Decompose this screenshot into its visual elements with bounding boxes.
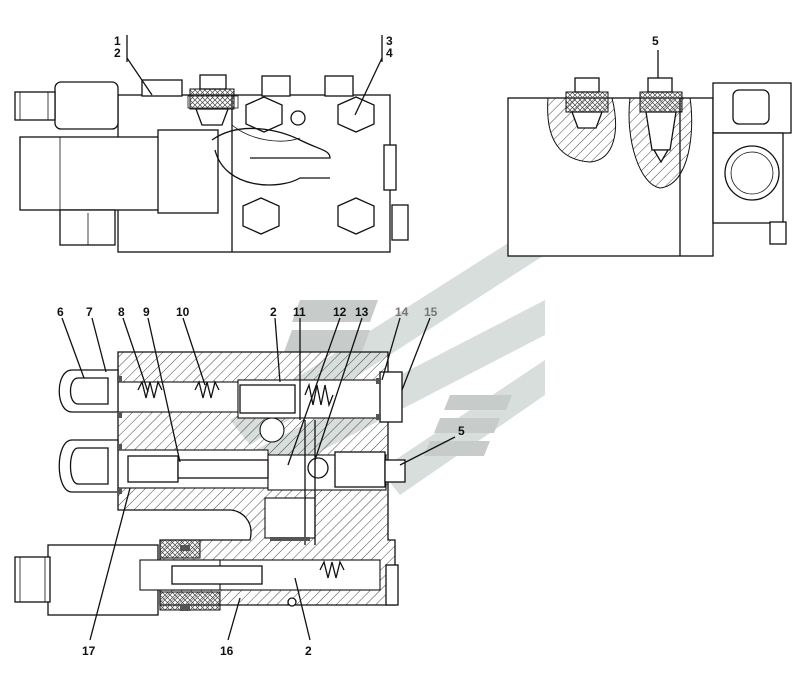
callout-5-section: 5 [458, 424, 465, 438]
top-right-view: 5 [507, 34, 792, 257]
callout-5-top: 5 [652, 34, 659, 48]
callout-11: 11 [293, 305, 306, 319]
callout-2: 2 [114, 46, 121, 60]
callout-13: 13 [355, 305, 369, 319]
callout-14: 14 [395, 305, 409, 319]
callout-2-section: 2 [270, 305, 277, 319]
seal-rings [117, 376, 381, 611]
callout-10: 10 [176, 305, 190, 319]
callout-6: 6 [57, 305, 64, 319]
callout-9: 9 [143, 305, 150, 319]
callout-3: 3 [386, 34, 393, 48]
callout-12: 12 [333, 305, 347, 319]
cap-nut-icon [58, 369, 119, 493]
callout-4: 4 [386, 46, 393, 60]
callout-16: 16 [220, 644, 234, 658]
section-view: 6 7 8 9 10 2 11 12 13 14 15 5 17 16 2 [14, 305, 465, 658]
callout-7: 7 [86, 305, 93, 319]
callout-15: 15 [424, 305, 438, 319]
callout-17: 17 [82, 644, 96, 658]
hex-bolt-icon [242, 96, 375, 235]
top-left-view: 1 2 3 4 [14, 34, 409, 253]
callout-8: 8 [118, 305, 125, 319]
spring-icon [137, 380, 345, 579]
callout-1: 1 [114, 34, 121, 48]
leader-lines [61, 317, 456, 641]
callout-2-bottom: 2 [305, 644, 312, 658]
